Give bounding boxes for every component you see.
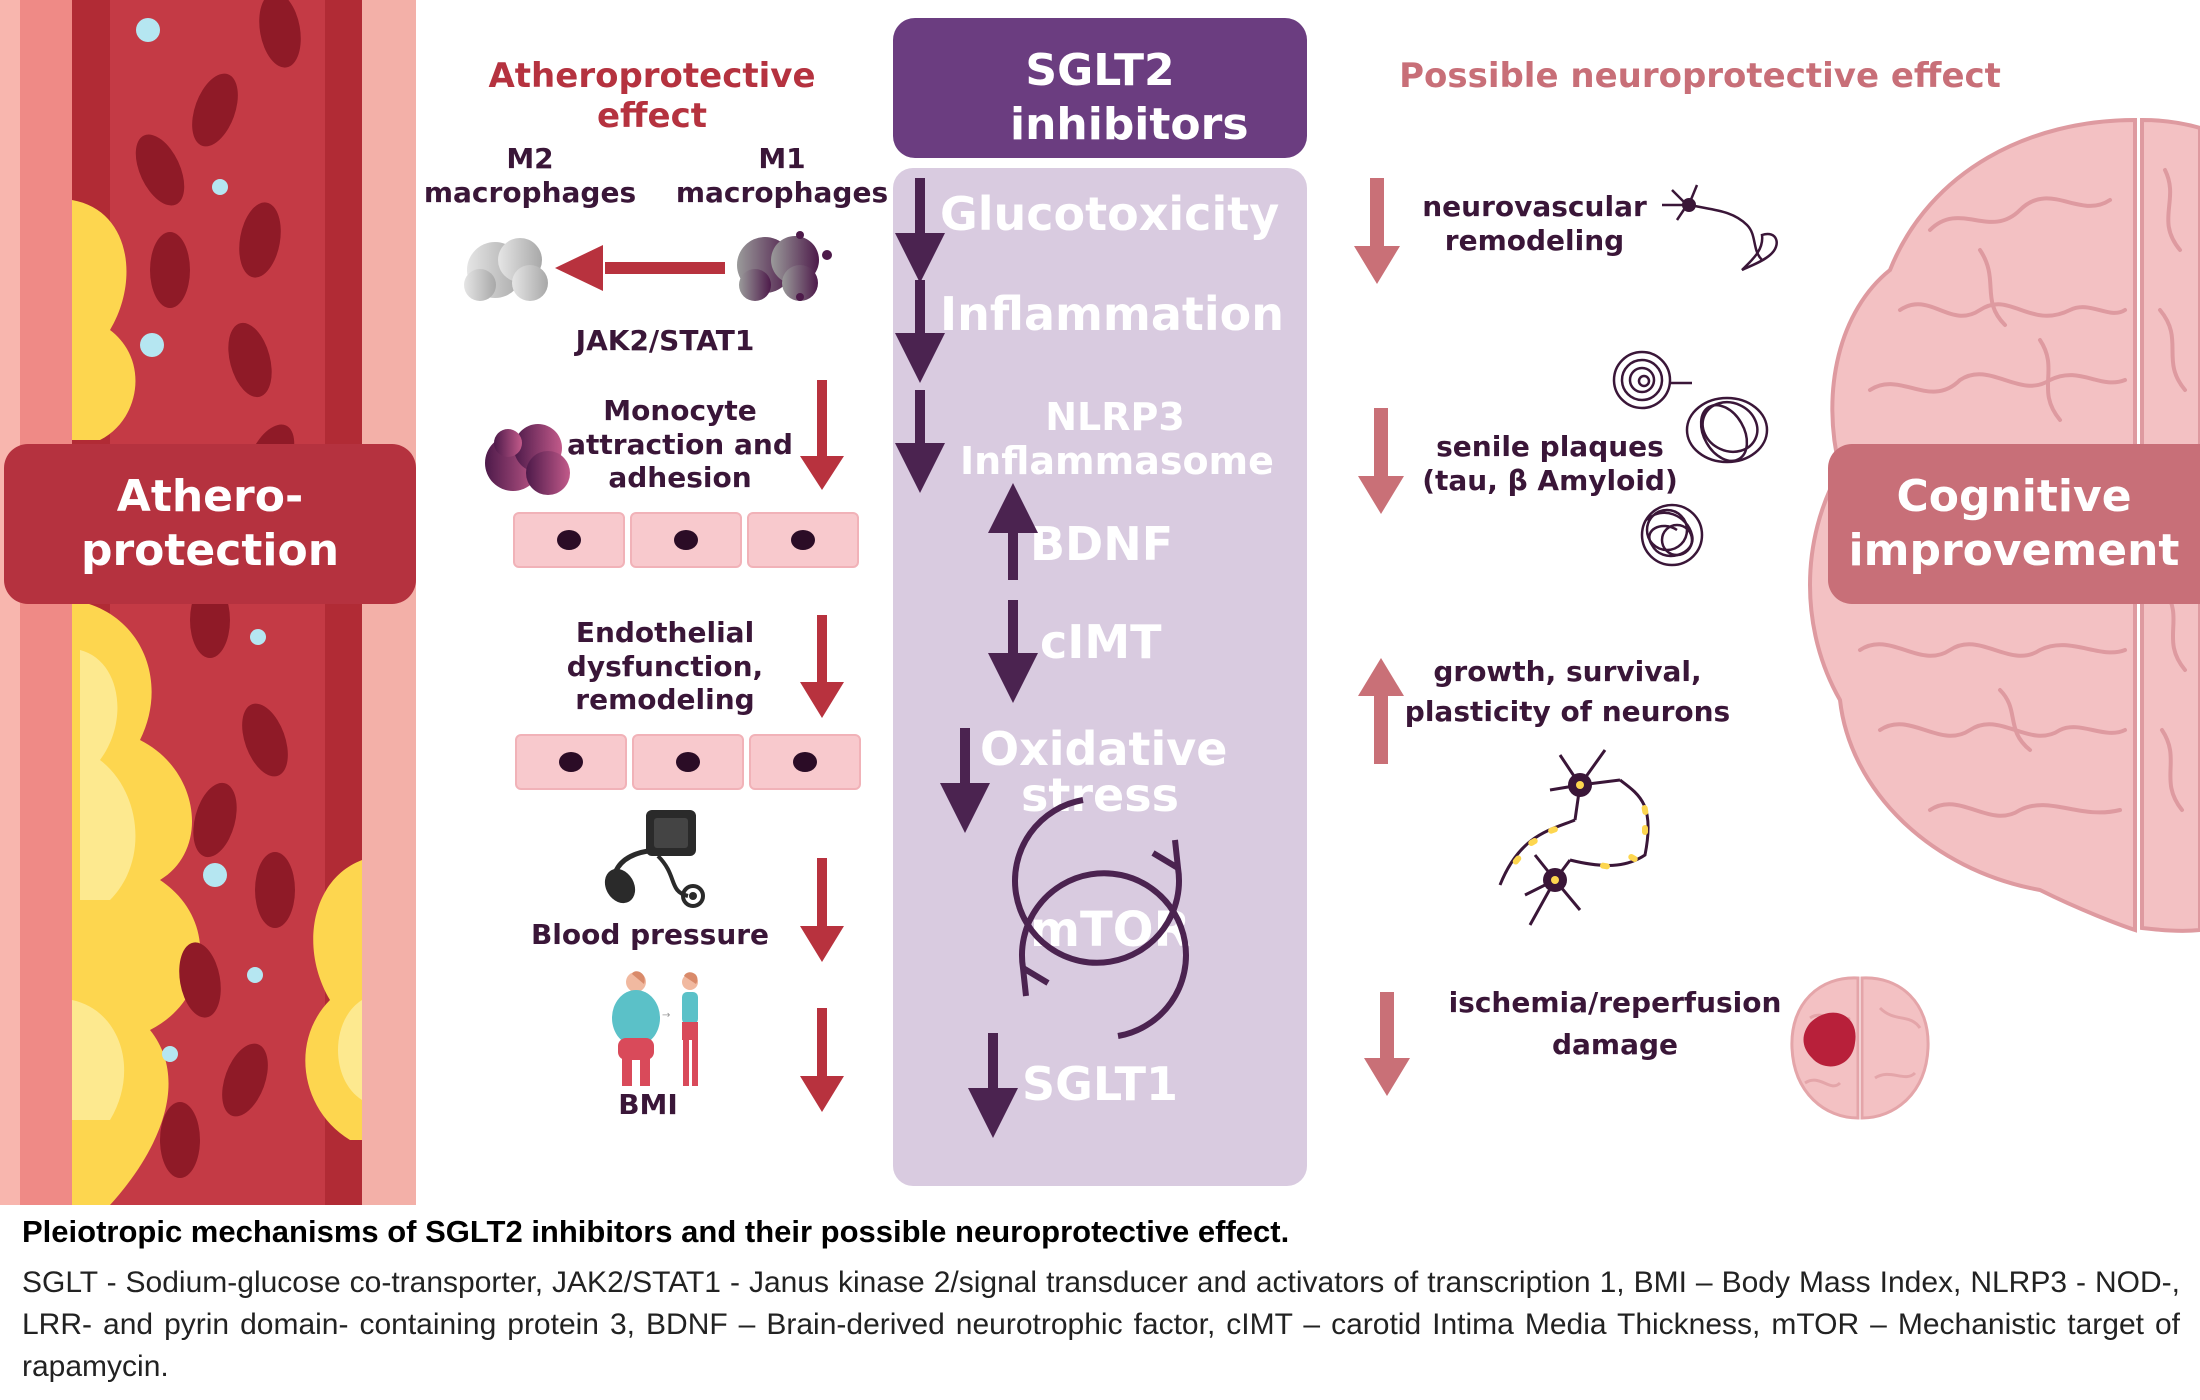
- cognitive-improvement-badge: [1828, 444, 2200, 604]
- neurons-myelin-icon: [1498, 749, 1650, 926]
- m2-macrophage-icon: [464, 238, 548, 301]
- glucotoxicity-label: Glucotoxicity: [940, 187, 1280, 241]
- senile-plaques-label: senile plaques (tau, β Amyloid): [1422, 430, 1678, 497]
- ischemia-label: ischemia/reperfusion damage: [1448, 986, 1782, 1061]
- monocyte-label: Monocyte attraction and adhesion: [567, 394, 793, 495]
- center-arrows: [895, 178, 1189, 1138]
- inflammation-label: Inflammation: [940, 287, 1285, 341]
- bdnf-label: BDNF: [1030, 517, 1174, 571]
- down-arrow-neurovascular: [1354, 178, 1400, 284]
- bmi-label: BMI: [618, 1088, 678, 1121]
- oxidative-stress-label: Oxidative stress: [980, 722, 1228, 822]
- sglt1-label: SGLT1: [1022, 1057, 1178, 1111]
- nlrp3-label: NLRP3 Inflammasome: [960, 395, 1274, 483]
- macrophage-illustration: [464, 231, 832, 301]
- left-down-arrows: [800, 380, 844, 1112]
- neuroprotective-title: Possible neuroprotective effect: [1399, 56, 2001, 96]
- monocyte-icon: [485, 424, 570, 495]
- blood-pressure-label: Blood pressure: [530, 918, 770, 951]
- down-arrow-plaques: [1358, 408, 1404, 514]
- mtor-cycle-icon: [1012, 797, 1189, 1039]
- cognitive-improvement-label: Cognitive improvement: [1848, 471, 2180, 576]
- endothelial-cells-row-2: [515, 734, 865, 794]
- ischemic-brain-icon: [1790, 976, 1930, 1120]
- jak-stat-label: JAK2/STAT1: [575, 324, 755, 357]
- down-arrow-blood-pressure: [800, 858, 844, 962]
- right-arrows: [1354, 178, 1410, 1096]
- sglt2-header: [893, 18, 1307, 158]
- plaque-icon: [1612, 350, 1769, 567]
- blood-pressure-monitor-icon: [604, 810, 705, 908]
- atheroprotective-title: Atheroprotective effect: [488, 56, 816, 136]
- svg-text:→: →: [662, 1010, 670, 1021]
- down-arrow-ischemia: [1364, 992, 1410, 1096]
- neuron-growth-label: growth, survival, plasticity of neurons: [1404, 655, 1731, 728]
- m2-macrophages-label: M2 macrophages: [423, 142, 637, 209]
- athero-protection-badge: [4, 444, 416, 604]
- endothelial-label: Endothelial dysfunction, remodeling: [566, 616, 764, 717]
- caption-body: SGLT - Sodium-glucose co-transporter, JA…: [22, 1266, 2180, 1383]
- down-arrow-endothelial: [800, 615, 844, 718]
- center-panel: [893, 168, 1307, 1186]
- up-arrow-growth: [1358, 658, 1404, 764]
- athero-protection-label: Athero- protection: [80, 471, 340, 576]
- down-arrow-monocyte: [800, 380, 844, 490]
- caption-title: Pleiotropic mechanisms of SGLT2 inhibito…: [22, 1214, 1290, 1249]
- cimt-label: cIMT: [1040, 615, 1162, 669]
- neuron-icon: [1662, 184, 1778, 272]
- m1-macrophages-label: M1 macrophages: [675, 142, 889, 209]
- down-arrow-bmi: [800, 1008, 844, 1112]
- neurovascular-label: neurovascular remodeling: [1422, 190, 1647, 257]
- endothelial-cells-row-1: [513, 512, 863, 572]
- body-weight-icon: →: [612, 971, 698, 1086]
- m1-macrophage-icon: [737, 231, 832, 301]
- sglt2-title: SGLT2 inhibitors: [1010, 45, 1249, 150]
